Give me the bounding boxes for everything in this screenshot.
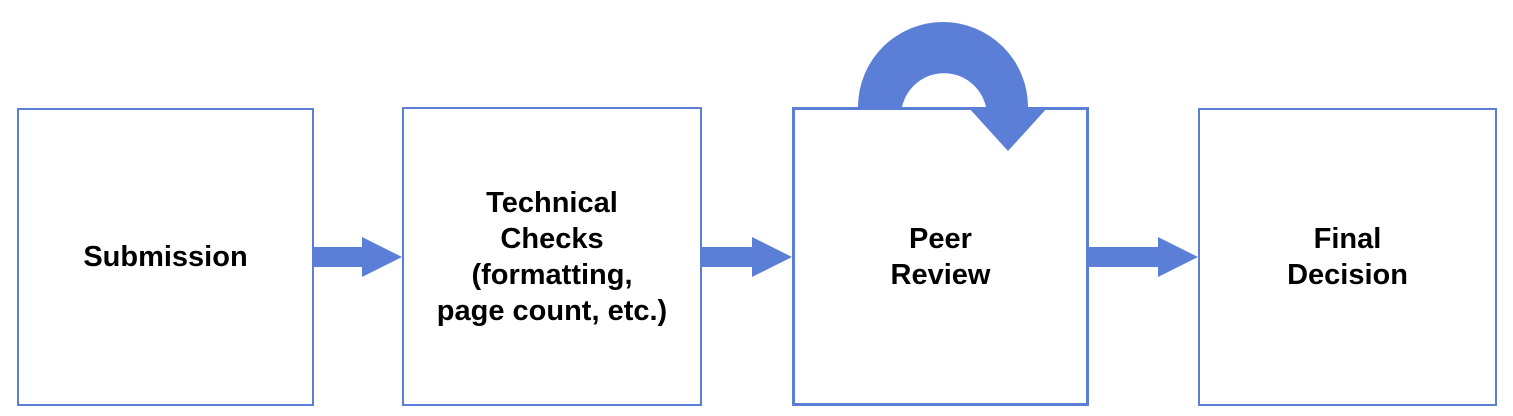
step-final-decision-box: Final Decision [1198,108,1497,406]
step-peer-review-box: Peer Review [792,107,1089,406]
arrow-peer-review-self-loop [858,22,1048,151]
step-final-decision-label: Final Decision [1287,223,1408,291]
step-peer-review-label: Peer Review [890,222,991,291]
arrow-technical-checks-to-peer-review [702,237,792,277]
step-submission-label: Submission [83,241,248,273]
arrow-peer-review-to-final-decision [1089,237,1198,277]
step-technical-checks-box: Technical Checks (formatting, page count… [402,107,702,406]
step-submission-box: Submission [17,108,314,406]
arrow-submission-to-technical-checks [314,237,402,277]
step-technical-checks-label: Technical Checks (formatting, page count… [436,186,668,327]
